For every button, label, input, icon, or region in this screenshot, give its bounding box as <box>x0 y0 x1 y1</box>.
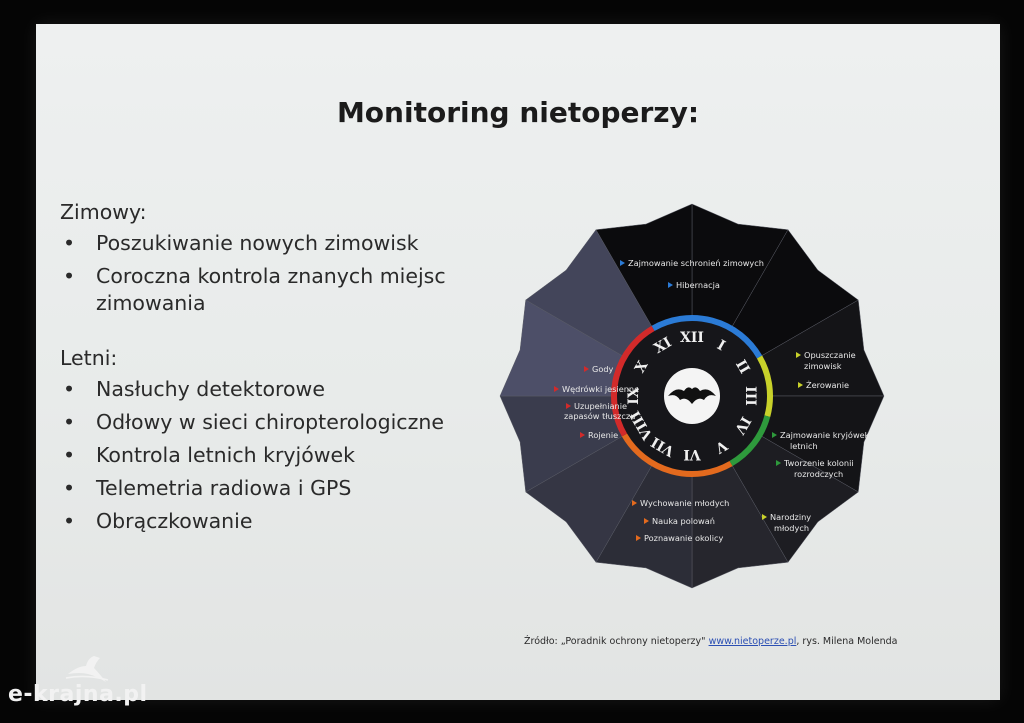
bullet-text: Nasłuchy detektorowe <box>96 377 325 401</box>
bullet-text: Telemetria radiowa i GPS <box>96 476 352 500</box>
summer-heading: Letni: <box>60 346 118 370</box>
wheel-label: Gody <box>592 364 614 374</box>
summer-section: Letni: • Nasłuchy detektorowe • Odłowy w… <box>60 346 444 541</box>
bullet-text: Obrączkowanie <box>96 509 253 533</box>
bullet-text: Odłowy w sieci chiropterologiczne <box>96 410 444 434</box>
watermark-text: e-krajna.pl <box>8 682 148 707</box>
bullet-dot: • <box>63 476 76 500</box>
bullet-dot: • <box>63 509 76 533</box>
wheel-label: młodych <box>774 523 809 533</box>
wheel-label: Hibernacja <box>676 280 720 290</box>
wheel-label: Zajmowanie kryjówek <box>780 430 870 440</box>
bullet-item: • Nasłuchy detektorowe <box>60 376 444 403</box>
bullet-text: Poszukiwanie nowych zimowisk <box>96 231 419 255</box>
bullet-text: Coroczna kontrola znanych miejsc zimowan… <box>96 264 446 315</box>
bullet-item: • Obrączkowanie <box>60 508 444 535</box>
wheel-label: Żerowanie <box>806 380 849 390</box>
bullet-dot: • <box>63 231 76 255</box>
stork-logo-icon <box>65 656 109 682</box>
projection-screen: Monitoring nietoperzy: Zimowy: • Poszuki… <box>36 24 1000 700</box>
bullet-dot: • <box>63 443 76 467</box>
bullet-dot: • <box>63 410 76 434</box>
month-numeral: XI <box>651 334 674 357</box>
wheel-label: Nauka polowań <box>652 516 715 526</box>
season-ring-segment <box>651 315 763 359</box>
bullet-item: • Coroczna kontrola znanych miejsc zimow… <box>60 263 446 317</box>
wheel-label: Narodziny <box>770 512 811 522</box>
season-ring-segment <box>611 325 655 437</box>
month-numeral: IX <box>626 387 642 405</box>
bullet-dot: • <box>63 264 76 288</box>
source-link[interactable]: www.nietoperze.pl <box>708 636 797 647</box>
month-numeral: XII <box>680 330 704 346</box>
bullet-item: • Odłowy w sieci chiropterologiczne <box>60 409 444 436</box>
bullet-text: Kontrola letnich kryjówek <box>96 443 356 467</box>
bullet-dot: • <box>63 377 76 401</box>
wheel-label: Tworzenie kolonii <box>783 458 854 468</box>
wheel-label: Opuszczanie <box>804 350 856 360</box>
wheel-label: Zajmowanie schronień zimowych <box>628 258 764 268</box>
bullet-item: • Kontrola letnich kryjówek <box>60 442 444 469</box>
wheel-label: Wędrówki jesienne <box>562 384 639 394</box>
wheel-labels: Zajmowanie schronień zimowych Hibernacja… <box>554 258 870 543</box>
bat-icon <box>664 368 720 424</box>
bullet-item: • Telemetria radiowa i GPS <box>60 475 444 502</box>
wheel-label: rozrodczych <box>794 469 843 479</box>
source-suffix: , rys. Milena Molenda <box>796 636 898 647</box>
source-credit: Źródło: „Poradnik ochrony nietoperzy" ww… <box>524 636 897 647</box>
wheel-label: Rojenie <box>588 430 618 440</box>
winter-section: Zimowy: • Poszukiwanie nowych zimowisk •… <box>60 200 446 323</box>
wheel-label: Poznawanie okolicy <box>644 533 723 543</box>
source-prefix: Źródło: „Poradnik ochrony nietoperzy" <box>524 636 709 647</box>
winter-heading: Zimowy: <box>60 200 147 224</box>
wheel-label: letnich <box>790 441 818 451</box>
season-ring-segment <box>621 433 733 477</box>
wheel-label: zapasów tłuszczu <box>564 411 635 421</box>
season-ring-segment <box>729 415 771 467</box>
bullet-item: • Poszukiwanie nowych zimowisk <box>60 230 446 257</box>
season-ring-segment <box>756 355 773 417</box>
wheel-label: Wychowanie młodych <box>640 498 729 508</box>
month-numeral: VI <box>683 446 701 462</box>
wheel-label: zimowisk <box>804 361 842 371</box>
month-numeral: III <box>742 386 758 406</box>
wheel-label: Uzupełnianie <box>574 401 627 411</box>
slide-title: Monitoring nietoperzy: <box>336 96 700 129</box>
